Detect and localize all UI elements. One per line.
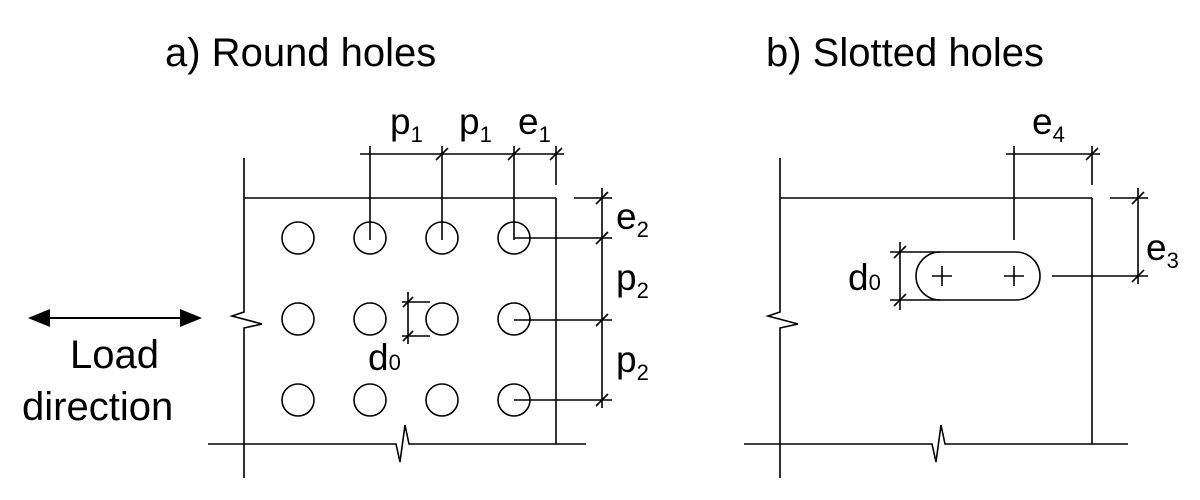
label-p1-left: p1 bbox=[390, 101, 423, 147]
panel-b-title: b) Slotted holes bbox=[766, 31, 1044, 75]
label-p2-top: p2 bbox=[616, 257, 649, 303]
slot-outline bbox=[915, 251, 1041, 301]
load-label-line2: direction bbox=[22, 385, 173, 429]
panel-b-plate bbox=[744, 158, 1128, 478]
panel-a-holes bbox=[281, 221, 531, 417]
load-direction: Load direction bbox=[22, 309, 202, 429]
plate-b-left-break bbox=[765, 158, 799, 478]
tick bbox=[507, 147, 521, 161]
tick bbox=[893, 245, 907, 259]
panel-a: a) Round holes p1 p1 e1 bbox=[165, 31, 649, 478]
round-hole bbox=[353, 302, 387, 336]
tick bbox=[595, 313, 609, 327]
tick bbox=[595, 393, 609, 407]
label-e2: e2 bbox=[616, 196, 649, 242]
load-arrow-right-head bbox=[180, 309, 202, 327]
label-p1-right: p1 bbox=[459, 101, 492, 147]
tick bbox=[1131, 269, 1145, 283]
dim-d0-b: d0 bbox=[848, 242, 940, 310]
panel-b: b) Slotted holes e4 bbox=[744, 31, 1179, 478]
panel-a-plate bbox=[208, 158, 586, 478]
slotted-hole bbox=[915, 251, 1041, 301]
tick bbox=[402, 330, 414, 342]
round-hole bbox=[353, 383, 387, 417]
round-hole bbox=[425, 302, 459, 336]
label-p2-bottom: p2 bbox=[616, 339, 649, 385]
tick bbox=[549, 147, 563, 161]
dim-e2-p2: e2 p2 p2 bbox=[514, 188, 649, 408]
tick bbox=[1131, 191, 1145, 205]
tick bbox=[595, 231, 609, 245]
plate-a-left-break bbox=[229, 158, 263, 478]
dim-p1-e1: p1 p1 e1 bbox=[360, 101, 564, 240]
label-e1: e1 bbox=[518, 101, 551, 147]
dim-e4: e4 bbox=[1006, 101, 1100, 240]
round-hole bbox=[497, 302, 531, 336]
load-arrow-left-head bbox=[28, 309, 50, 327]
load-label-line1: Load bbox=[70, 333, 159, 377]
plate-b-bottom-break bbox=[744, 424, 1128, 463]
tick bbox=[402, 296, 414, 308]
panel-a-title: a) Round holes bbox=[165, 31, 436, 75]
round-hole bbox=[425, 383, 459, 417]
label-d0-a: d0 bbox=[368, 337, 401, 378]
dim-d0-a: d0 bbox=[368, 292, 430, 378]
round-hole bbox=[281, 302, 315, 336]
label-d0-b: d0 bbox=[848, 257, 881, 298]
tick bbox=[1085, 147, 1099, 161]
tick bbox=[435, 147, 449, 161]
label-e3: e3 bbox=[1146, 227, 1179, 273]
tick bbox=[893, 293, 907, 307]
round-hole bbox=[281, 221, 315, 255]
label-e4: e4 bbox=[1032, 101, 1065, 147]
dim-e3: e3 bbox=[1052, 188, 1179, 284]
plate-a-bottom-break bbox=[208, 424, 586, 463]
round-hole bbox=[281, 383, 315, 417]
tick bbox=[595, 191, 609, 205]
